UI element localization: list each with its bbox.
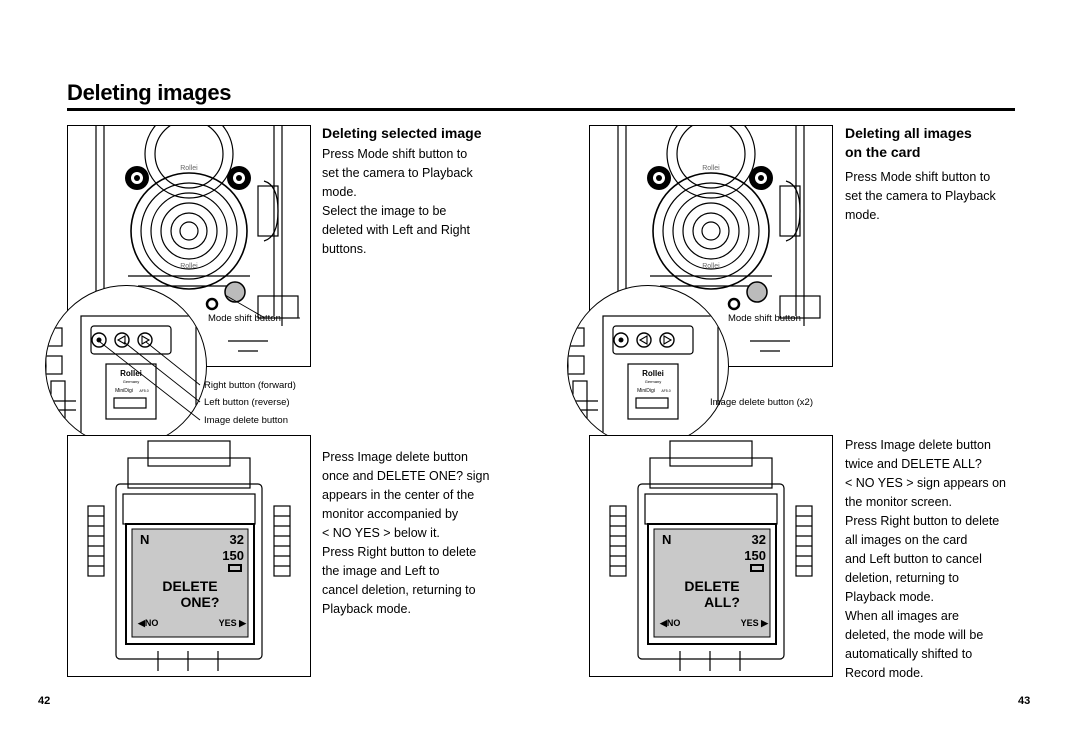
lcd-count1: 32 bbox=[230, 532, 244, 547]
page-title: Deleting images bbox=[67, 80, 232, 105]
lcd-message-line1: DELETE bbox=[684, 578, 739, 594]
lcd-mode: N bbox=[662, 532, 671, 547]
badge-brand: Rollei bbox=[642, 369, 664, 378]
button-panel-closeup-right: Rollei Germany MiniDigi AF5.0 bbox=[567, 285, 729, 447]
lcd-no-option: ◀NO bbox=[137, 618, 158, 628]
lcd-message-line2: ONE? bbox=[181, 594, 220, 610]
right-arrow-icon bbox=[663, 335, 673, 345]
badge-model-sub: AF5.0 bbox=[661, 389, 670, 393]
title-divider bbox=[67, 108, 1015, 111]
callout-mode-shift-left: Mode shift button bbox=[208, 313, 281, 324]
lcd-count2: 150 bbox=[744, 548, 766, 563]
badge-brand-sub: Germany bbox=[123, 379, 139, 384]
lcd-message-line1: DELETE bbox=[162, 578, 217, 594]
lcd-message-line2: ALL? bbox=[704, 594, 740, 610]
button-panel-closeup-left: Rollei Germany MiniDigi AF5.0 bbox=[45, 285, 207, 447]
badge-brand: Rollei bbox=[120, 369, 142, 378]
lens-brand-label: Rollei bbox=[180, 165, 198, 172]
camera-back-illustration-right: N 32 150 DELETE ALL? ◀NO YES ▶ bbox=[589, 435, 833, 677]
section-heading-selected: Deleting selected image bbox=[322, 125, 482, 141]
camera-back-illustration-left: N 32 150 DELETE ONE? ◀NO YES ▶ bbox=[67, 435, 311, 677]
badge-model-sub: AF5.0 bbox=[139, 389, 148, 393]
lcd-count2: 150 bbox=[222, 548, 244, 563]
lcd-yes-option: YES ▶ bbox=[741, 618, 770, 628]
callout-mode-shift-right: Mode shift button bbox=[728, 313, 801, 324]
page-number-left: 42 bbox=[38, 695, 51, 707]
lens-brand-label-lower: Rollei bbox=[180, 263, 198, 270]
callout-delete-button-right: Image delete button (x2) bbox=[710, 397, 813, 408]
page-number-right: 43 bbox=[1018, 695, 1031, 707]
callout-right-button: Right button (forward) bbox=[204, 380, 296, 391]
callout-delete-button-left: Image delete button bbox=[204, 415, 288, 426]
lcd-yes-option: YES ▶ bbox=[219, 618, 248, 628]
lcd-count1: 32 bbox=[752, 532, 766, 547]
lens-brand-label: Rollei bbox=[702, 165, 720, 172]
lcd-mode: N bbox=[140, 532, 149, 547]
lens-brand-label-lower: Rollei bbox=[702, 263, 720, 270]
badge-brand-sub: Germany bbox=[645, 379, 661, 384]
lcd-no-option: ◀NO bbox=[659, 618, 680, 628]
badge-model: MiniDigi bbox=[115, 388, 133, 394]
section-heading-all: Deleting all images on the card bbox=[845, 124, 972, 162]
badge-model: MiniDigi bbox=[637, 388, 655, 394]
section-heading-all-line2: on the card bbox=[845, 144, 921, 160]
section-heading-all-line1: Deleting all images bbox=[845, 125, 972, 141]
left-arrow-icon bbox=[638, 335, 648, 345]
callout-left-button: Left button (reverse) bbox=[204, 397, 290, 408]
